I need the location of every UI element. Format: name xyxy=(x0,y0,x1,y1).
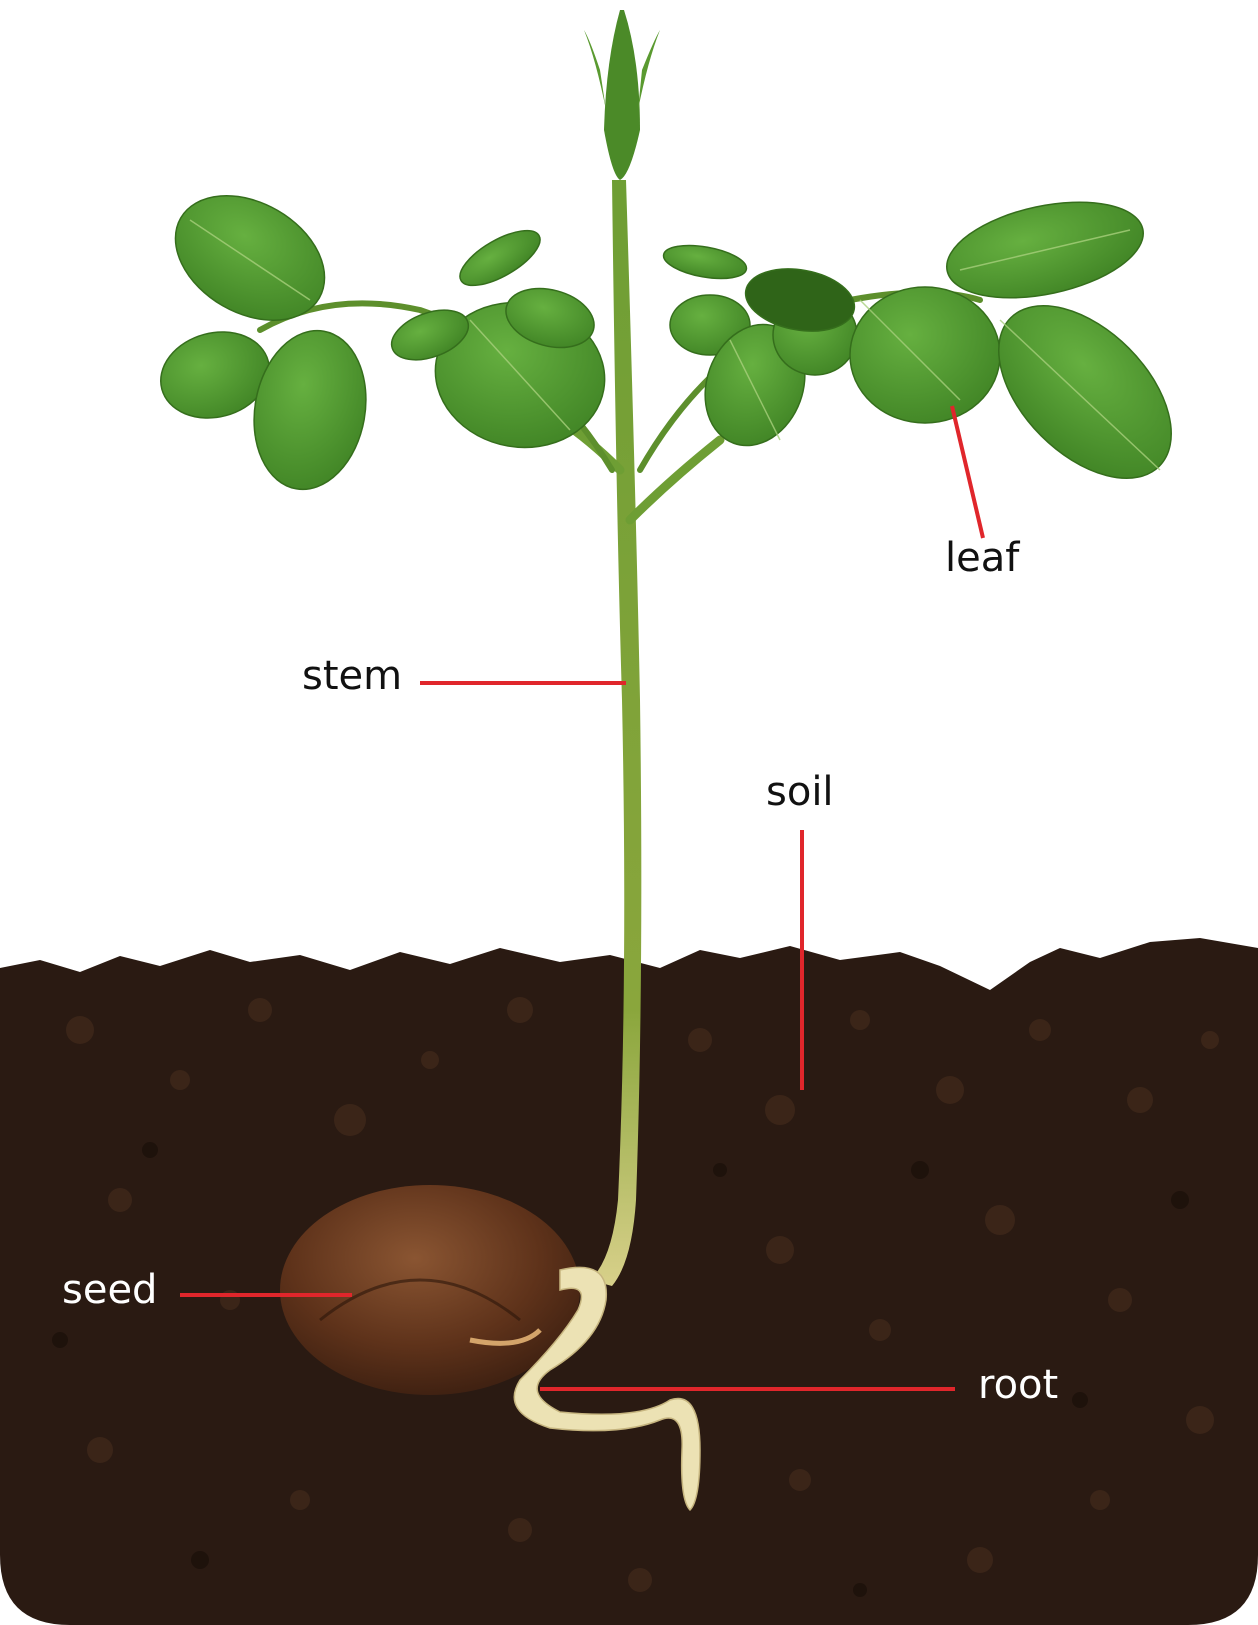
leaves-left xyxy=(151,170,616,498)
plant-bud xyxy=(604,10,640,180)
leaf-pointer-line xyxy=(952,406,983,538)
stem-label: stem xyxy=(302,656,402,696)
root-label: root xyxy=(978,1365,1058,1405)
soil-label: soil xyxy=(766,772,834,812)
leaf-label: leaf xyxy=(945,538,1019,578)
seed-label: seed xyxy=(62,1270,157,1310)
leaves-right xyxy=(661,186,1203,510)
